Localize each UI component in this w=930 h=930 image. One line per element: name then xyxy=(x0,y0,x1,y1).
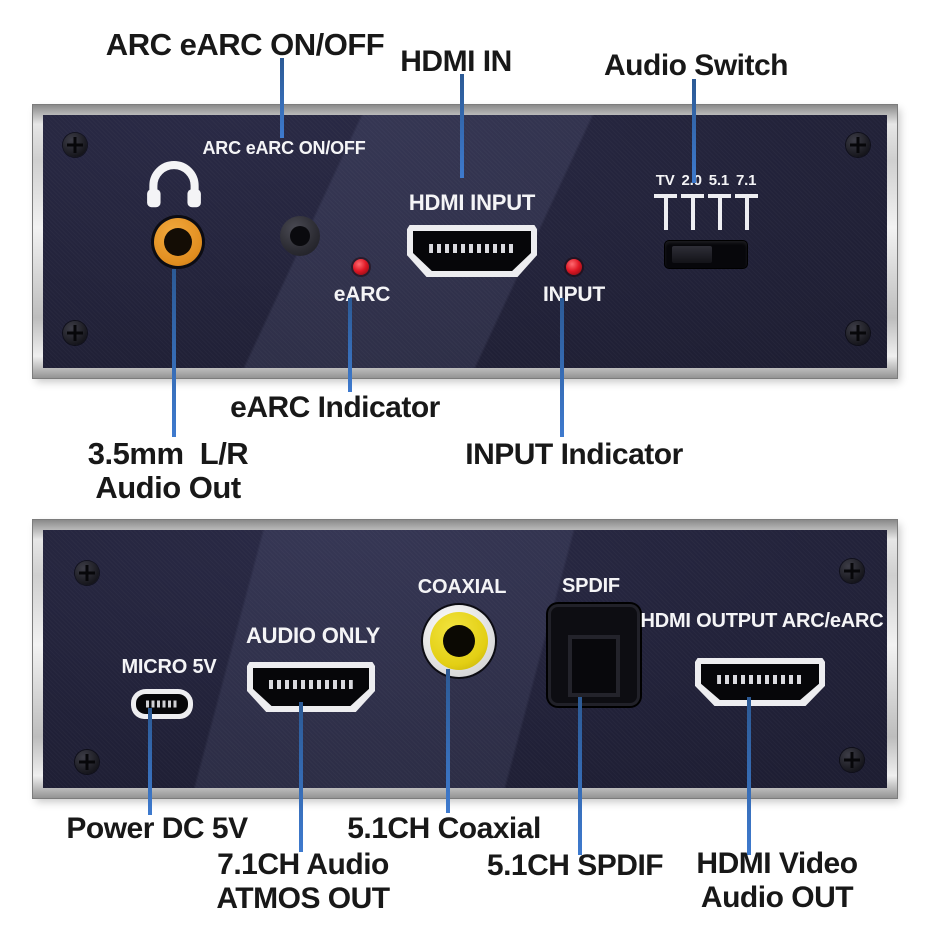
callout-spdif-out: 5.1CH SPDIF xyxy=(486,849,664,882)
callout-power-dc-5v: Power DC 5V xyxy=(66,812,248,845)
leader-line xyxy=(172,269,176,437)
arc-earc-button xyxy=(280,216,320,256)
callout-audio-switch: Audio Switch xyxy=(604,49,789,82)
front-panel: ARC eARC ON/OFF eARC HDMI INPUT INPUT TV… xyxy=(33,105,897,378)
front-panel-face: ARC eARC ON/OFF eARC HDMI INPUT INPUT TV… xyxy=(43,115,887,368)
leader-line xyxy=(280,58,284,138)
rear-panel-face: MICRO 5V AUDIO ONLY COAXIAL SPDIF xyxy=(43,530,887,788)
callout-audio-out: 3.5mm L/R Audio Out xyxy=(87,436,249,505)
coaxial-label: COAXIAL xyxy=(417,576,507,598)
screw-icon xyxy=(63,321,87,345)
micro-usb-port xyxy=(131,689,193,719)
spdif-optical-port xyxy=(548,604,640,706)
leader-line xyxy=(578,697,582,855)
callout-earc-indicator: eARC Indicator xyxy=(230,391,440,424)
hdmi-input-label: HDMI INPUT xyxy=(408,190,536,215)
hdmi-audio-only-port xyxy=(247,662,375,712)
callout-hdmi-in: HDMI IN xyxy=(400,45,512,78)
leader-line xyxy=(692,79,696,183)
leader-line xyxy=(460,74,464,178)
screw-icon xyxy=(840,559,864,583)
callout-coaxial-out: 5.1CH Coaxial xyxy=(347,812,541,845)
leader-line xyxy=(747,697,751,855)
audio-out-jack-3-5mm xyxy=(151,215,205,269)
screw-icon xyxy=(846,133,870,157)
audio-switch-scale-label: TV 2.0 5.1 7.1 xyxy=(655,172,757,189)
coaxial-jack xyxy=(421,603,497,679)
headphone-icon xyxy=(145,157,203,209)
audio-switch-knob xyxy=(672,246,712,263)
audio-switch-ticks xyxy=(654,194,758,238)
earc-led-label: eARC xyxy=(333,283,391,306)
input-led-label: INPUT xyxy=(542,283,606,306)
screw-icon xyxy=(846,321,870,345)
leader-line xyxy=(148,708,152,815)
callout-hdmi-video-audio-out: HDMI Video Audio OUT xyxy=(696,847,858,914)
callout-arc-earc-onoff: ARC eARC ON/OFF xyxy=(105,27,385,62)
input-led xyxy=(566,259,582,275)
screw-icon xyxy=(840,748,864,772)
spdif-label: SPDIF xyxy=(562,575,620,597)
hdmi-output-port xyxy=(695,658,825,706)
screw-icon xyxy=(63,133,87,157)
callout-atmos-out: 7.1CH Audio ATMOS OUT xyxy=(216,848,390,915)
hdmi-input-port xyxy=(407,225,537,277)
audio-switch xyxy=(665,241,747,268)
screw-icon xyxy=(75,561,99,585)
leader-line xyxy=(348,298,352,392)
screw-icon xyxy=(75,750,99,774)
rear-panel: MICRO 5V AUDIO ONLY COAXIAL SPDIF xyxy=(33,520,897,798)
earc-led xyxy=(353,259,369,275)
micro-usb-label: MICRO 5V xyxy=(121,656,217,678)
arc-earc-onoff-print: ARC eARC ON/OFF xyxy=(202,138,366,158)
leader-line xyxy=(560,298,564,437)
leader-line xyxy=(299,702,303,852)
leader-line xyxy=(446,669,450,813)
callout-input-indicator: INPUT Indicator xyxy=(465,438,683,471)
hdmi-output-label: HDMI OUTPUT ARC/eARC xyxy=(640,610,884,632)
audio-only-label: AUDIO ONLY xyxy=(245,623,381,648)
